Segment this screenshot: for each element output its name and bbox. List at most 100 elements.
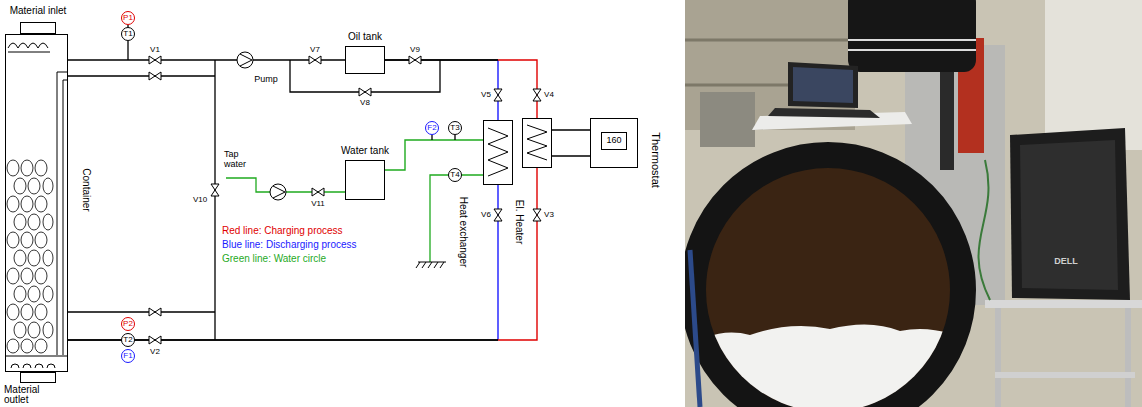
pipe-connector	[68, 168, 537, 340]
valve-symbol	[409, 56, 421, 64]
pipe-line	[385, 59, 498, 60]
valve-symbol	[309, 56, 321, 64]
black-tank	[848, 0, 976, 72]
node-label: Material outlet	[4, 385, 54, 405]
node-label: Material inlet	[10, 5, 67, 16]
window	[1045, 0, 1142, 150]
valve-symbol	[533, 89, 541, 101]
legend-text: Blue line: Discharging process	[222, 239, 357, 250]
pipe-line	[385, 59, 498, 60]
cart-top	[985, 300, 1142, 308]
heat-exchanger-coil	[488, 128, 508, 176]
sensor-stub	[128, 25, 455, 140]
valve-symbol	[312, 188, 324, 196]
callout-label: DELL	[1054, 257, 1078, 267]
pipe-line	[68, 59, 345, 60]
sensor-symbol: F1	[121, 349, 135, 363]
node-label: Thermostat	[650, 132, 662, 188]
sensor-symbol: F2	[425, 121, 439, 135]
sensor-symbol: T4	[448, 168, 462, 182]
node-label: Oil tank	[348, 31, 382, 42]
inner-pipe	[57, 72, 68, 355]
equipment	[700, 92, 755, 147]
cart-leg	[1125, 308, 1131, 407]
drain-hatch	[416, 262, 446, 268]
valve-symbol	[149, 72, 161, 80]
callout-label: V11	[311, 200, 325, 209]
sensor-symbol: T1	[121, 27, 135, 41]
callout-label: V2	[150, 348, 160, 357]
drain-pipe	[430, 175, 483, 262]
pump-symbol	[237, 52, 253, 68]
laptop-screen	[788, 62, 858, 108]
pumps	[237, 52, 286, 200]
pipe-dark	[940, 60, 954, 170]
white-fill	[690, 324, 960, 407]
pipe-line	[552, 129, 590, 130]
legend-text: Green line: Water circle	[222, 253, 326, 264]
bench-frame	[690, 250, 700, 407]
node-label: Container	[81, 168, 92, 211]
pump-triangle	[240, 54, 252, 66]
cables	[979, 160, 990, 300]
heat-exchanger: Heat exchanger	[483, 120, 513, 185]
container-interior	[5, 43, 68, 368]
callout-label: Tap water	[224, 150, 258, 170]
thermostat-box: Thermostat160	[590, 118, 638, 168]
pump-symbol	[270, 184, 286, 200]
pipe-line	[385, 140, 483, 170]
outlet-flange: Material outlet	[20, 372, 56, 383]
inlet-flange: Material inlet	[20, 22, 56, 34]
thermostat-display: 160	[601, 132, 627, 150]
valve-symbol	[359, 88, 371, 96]
distributor	[8, 43, 50, 52]
legend-row: Blue line: Discharging process	[222, 238, 357, 252]
node-label: Water tank	[341, 145, 389, 156]
pipe-line	[552, 155, 590, 156]
sensor-symbol: P1	[121, 11, 135, 25]
cart-shelf	[995, 372, 1135, 378]
coils	[488, 125, 547, 176]
pipes	[68, 25, 455, 340]
legend-swatch: Green line: Water circle	[222, 253, 326, 264]
pipe-line	[498, 168, 537, 340]
callout-label: V5	[481, 91, 491, 100]
callout-label: Pump	[254, 75, 278, 85]
callout-label: V6	[481, 211, 491, 220]
valve-symbol	[149, 56, 161, 64]
legend-swatch: Red line: Charging process	[222, 225, 343, 236]
legend: Red line: Charging processBlue line: Dis…	[222, 224, 357, 266]
pipe-connector	[68, 60, 345, 61]
legend-swatch: Blue line: Discharging process	[222, 239, 357, 250]
callout-label: V8	[360, 99, 370, 108]
callout-label: V7	[310, 46, 320, 55]
valve-symbol	[533, 209, 541, 221]
tank-straps	[848, 40, 976, 50]
pipe-connector	[385, 140, 483, 170]
pipe-connector	[552, 130, 590, 156]
callout-label: V10	[193, 196, 207, 205]
callout-label: V3	[544, 211, 554, 220]
pump-triangle	[273, 186, 285, 198]
bypass-pipe	[290, 60, 440, 92]
callout-label: V9	[410, 46, 420, 55]
sensor-symbol: T2	[121, 333, 135, 347]
valve-symbol	[149, 336, 161, 344]
white-material	[690, 324, 960, 407]
node-label: El. Heater	[514, 200, 525, 244]
valve-symbol	[149, 308, 161, 316]
sensor-symbol: T3	[448, 121, 462, 135]
valves	[149, 56, 541, 344]
oil-tank: Oil tank	[345, 46, 385, 74]
container-box: Container	[5, 34, 68, 372]
valve-symbol	[494, 89, 502, 101]
pipe-connector	[68, 185, 498, 340]
tower-panel	[1020, 140, 1118, 290]
photo	[685, 0, 1142, 407]
laptop-base	[768, 108, 880, 118]
pipe-line	[497, 185, 498, 340]
legend-text: Red line: Charging process	[222, 225, 343, 236]
